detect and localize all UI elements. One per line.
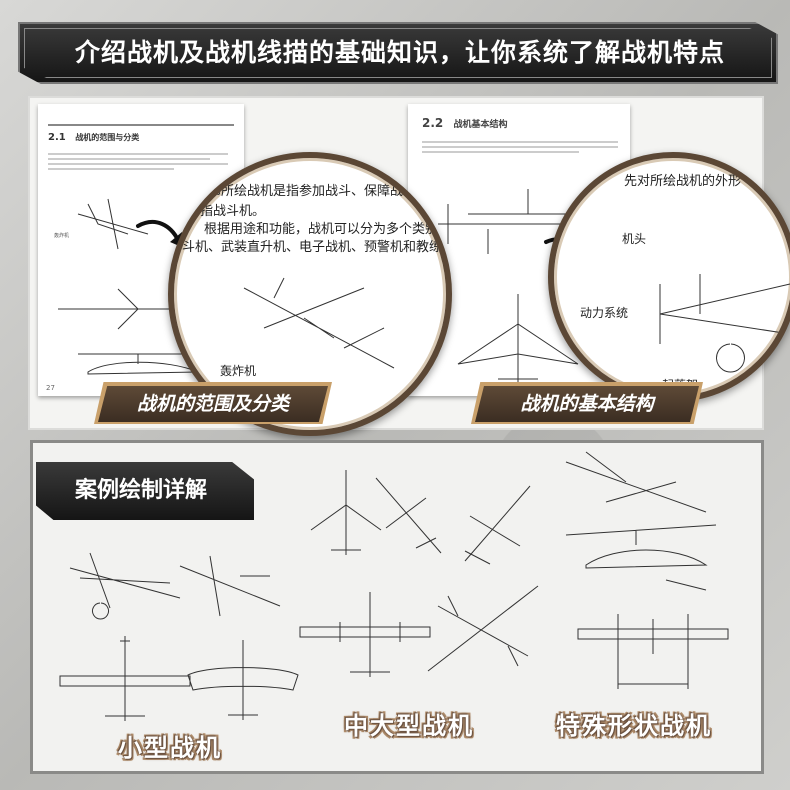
section2-title-bar [36, 462, 254, 520]
body-text-lines [48, 150, 228, 173]
jet-fighter-sketch-icon-1 [310, 470, 382, 555]
bomber-zoom-icon [243, 277, 395, 369]
section-heading-2: 2.2 战机基本结构 [422, 116, 507, 130]
header-bar [18, 22, 778, 84]
category-medium-large-fighter: 中大型战机 [344, 712, 474, 740]
attack-helicopter-sketch-icon [565, 524, 717, 591]
zoom-line-2: 指战斗机。 [200, 204, 266, 219]
banner-structure: 战机的基本结构 [475, 386, 699, 422]
twin-boom-fighter-sketch-icon [577, 614, 729, 689]
small-fighter-top-icon-2 [187, 640, 299, 720]
label-power-system: 动力系统 [580, 306, 629, 320]
side-view-plane-icon [438, 189, 598, 255]
section-number: 2.1 [48, 132, 66, 143]
zoom-line-4: 斗机、武装直升机、电子战机、预警机和教练机等。 [182, 240, 452, 255]
zoom-line-1: 书所绘战机是指参加战斗、保障战斗或 [208, 184, 430, 199]
small-fighter-top-icon-1 [59, 636, 191, 721]
zoom-line-3: 根据用途和功能，战机可以分为多个类别，包括 [204, 222, 452, 237]
section-number-2: 2.2 [422, 116, 444, 130]
bomber-sketch-icon-1 [299, 592, 431, 677]
category-special-shape-fighter: 特殊形状战机 [556, 712, 712, 740]
section-title: 战机的范围与分类 [75, 133, 140, 142]
jet-fighter-sketch-icon-2 [375, 477, 442, 554]
category-small-fighter: 小型战机 [118, 734, 222, 762]
jet-fighter-sketch-icon-3 [464, 485, 531, 565]
page-number: 27 [46, 384, 55, 392]
section-heading: 2.1 战机的范围与分类 [48, 132, 139, 143]
top-view-jet-icon [457, 294, 579, 384]
body-text-lines-2 [422, 138, 618, 156]
page-title: 介绍战机及战机线描的基础知识，让你系统了解战机特点 [74, 38, 725, 67]
propeller-plane-zoom-icon [659, 274, 790, 373]
banner-classification: 战机的范围及分类 [98, 386, 328, 422]
biplane-sketch-icon [69, 552, 181, 620]
bomber-sketch-icon-2 [427, 585, 539, 672]
section2-title: 案例绘制详解 [74, 478, 207, 503]
zoom-caption-bomber: 轰炸机 [220, 364, 257, 378]
zoom-circle-structure: 先对所绘战机的外形 机头 动力系统 起落架 [548, 152, 790, 402]
zoom2-top-text: 先对所绘战机的外形 [624, 174, 742, 189]
section-title-2: 战机基本结构 [453, 120, 508, 130]
stealth-jet-sketch-icon [565, 451, 707, 513]
page-rule [48, 124, 234, 126]
label-nose: 机头 [622, 232, 647, 246]
label-bomber: 轰炸机 [54, 233, 70, 239]
fighter-sketch-icon [77, 198, 149, 250]
prop-fighter-sketch-icon [179, 555, 281, 617]
